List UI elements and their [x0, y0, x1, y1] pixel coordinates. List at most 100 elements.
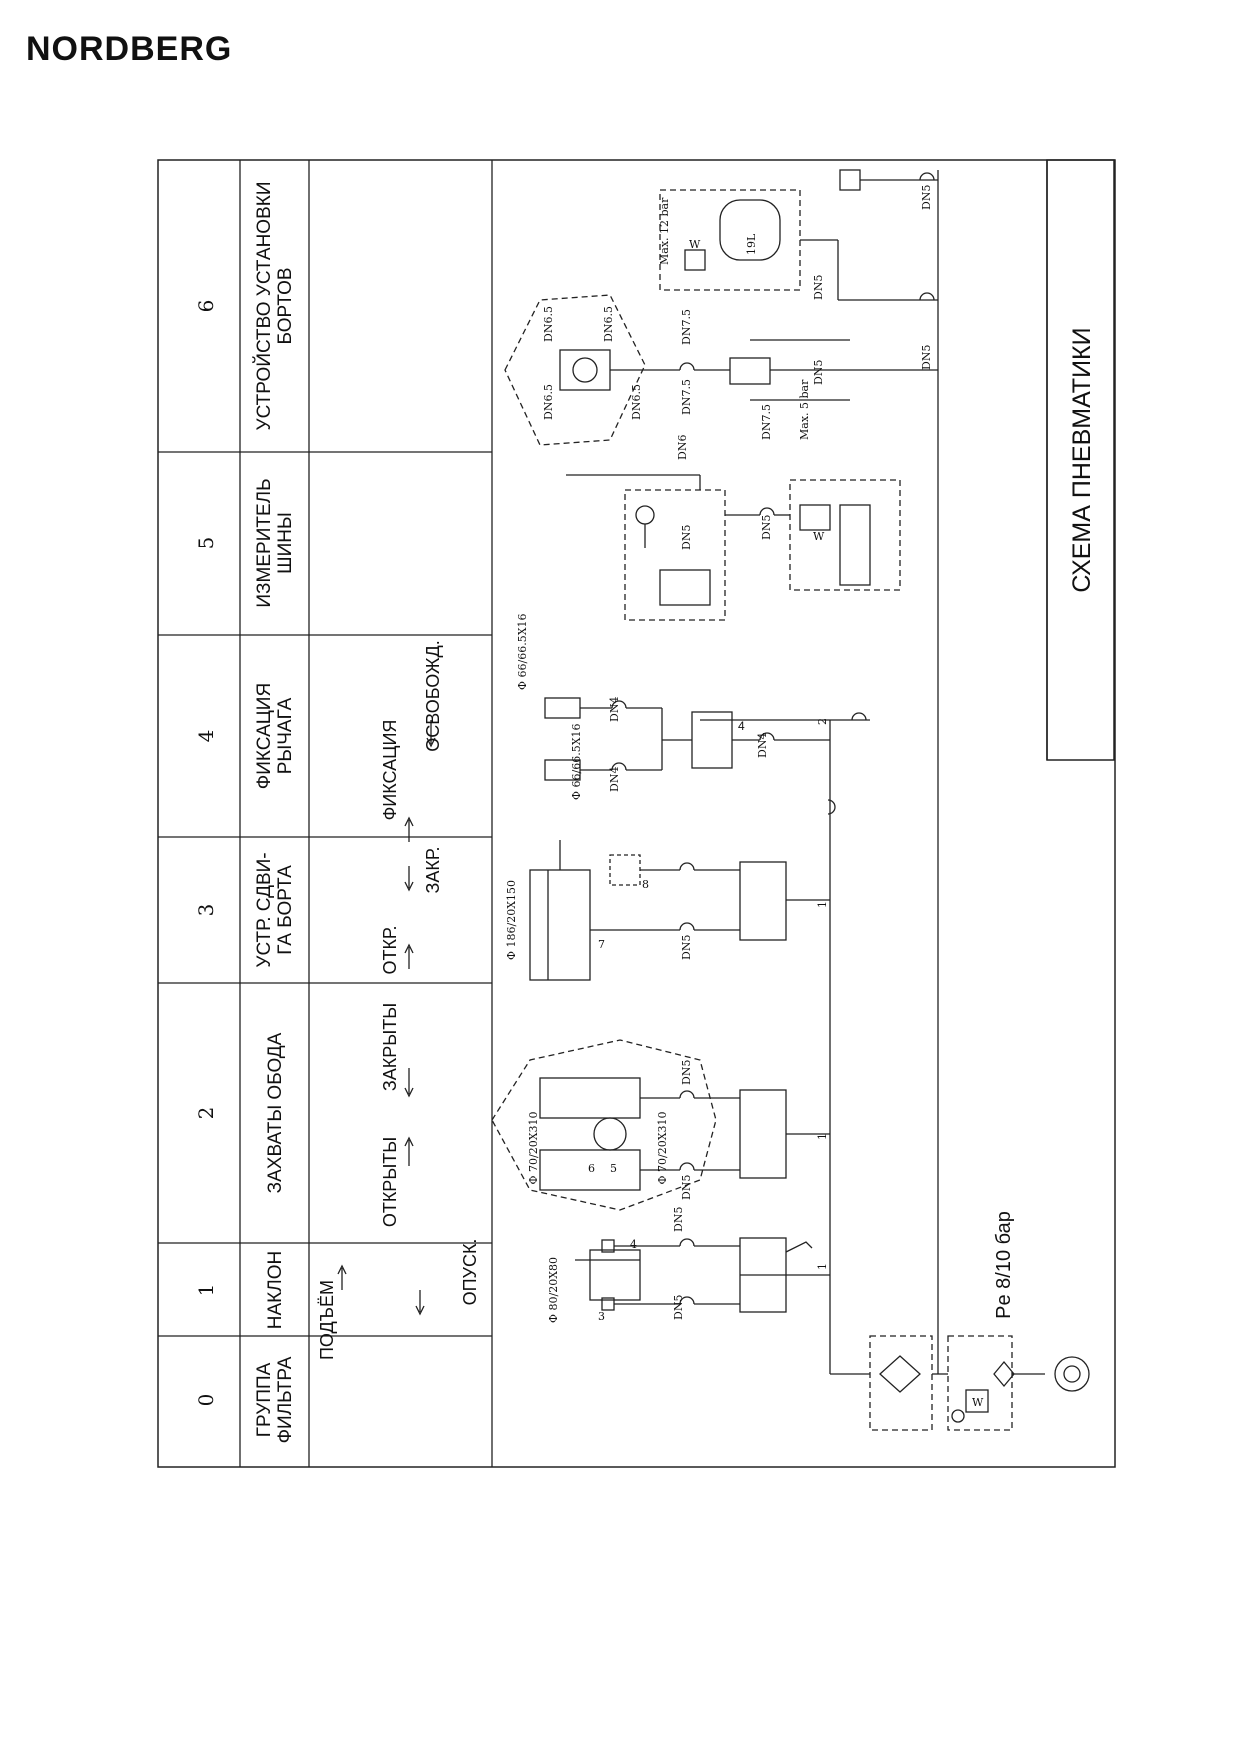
quick-exhaust-valve[interactable]	[729, 357, 771, 385]
regulator-icon	[965, 1389, 989, 1413]
tilt-dn5-upper: DN5	[672, 1207, 685, 1232]
check-valve	[839, 169, 861, 191]
lever-port-2: 2	[816, 718, 829, 725]
col-0-name-line-1: ГРУППА	[254, 1362, 275, 1437]
bead-close-label: ЗАКР.	[423, 847, 443, 894]
scheme-title: СХЕМА ПНЕВМАТИКИ	[1068, 327, 1096, 592]
inflation-valve[interactable]	[839, 504, 871, 586]
bead-breaker-circuit	[529, 840, 830, 981]
col-3-name-line-2: ГА БОРТА	[275, 865, 296, 955]
col-4-name-line-1: ФИКСАЦИЯ	[254, 683, 275, 789]
seater-dn5-d: DN5	[920, 345, 933, 370]
tire-gauge-circuit	[566, 474, 901, 621]
inflation-cylinder	[659, 569, 711, 606]
regulator-w-label: W	[972, 1396, 984, 1409]
tilt-circuit	[575, 1237, 830, 1313]
col-1-number: 1	[194, 1284, 218, 1297]
tilt-port-1: 1	[816, 1263, 829, 1270]
gauge-dn5-b: DN5	[760, 515, 773, 540]
bead-dn5: DN5	[680, 935, 693, 960]
bead-breaker-label: Φ 186/20X150	[505, 880, 518, 960]
bead-breaker-valve[interactable]	[739, 861, 787, 941]
tank-drain-valve[interactable]	[684, 249, 706, 271]
nordberg-logo: NORDBERG	[26, 30, 233, 68]
lever-lock-1-label: Φ 66/66.5X16	[516, 613, 529, 690]
gauge-icon	[951, 1409, 965, 1423]
tilt-port-4: 4	[630, 1238, 637, 1251]
tilt-port-3: 3	[598, 1310, 605, 1323]
seater-dn65-a: DN6.5	[542, 306, 555, 342]
seater-dn5-b: DN5	[812, 360, 825, 385]
clamp-dn5-upper: DN5	[680, 1060, 693, 1085]
col-4-name-line-2: РЫЧАГА	[275, 697, 296, 774]
supply-pressure-label: Pe 8/10 бар	[993, 1211, 1015, 1319]
bead-port-8: 8	[642, 878, 649, 891]
clamp-open-label: ОТКРЫТЫ	[380, 1137, 400, 1227]
lever-lock-cylinder-1	[544, 697, 581, 719]
main-air-lines	[700, 170, 1045, 1375]
tire-gauge-icon	[635, 505, 655, 525]
col-0-name-line-2: ФИЛЬТРА	[275, 1356, 296, 1443]
col-5-name-line-1: ИЗМЕРИТЕЛЬ	[254, 478, 275, 607]
lever-valve-mark: 4	[738, 719, 745, 733]
seater-dn65-c: DN6.5	[542, 384, 555, 420]
tank-max-label: Max. 12 bar	[658, 197, 671, 265]
lever-dn4-feed: DN4	[756, 733, 769, 758]
col-6-name-line-1: УСТРОЙСТВО УСТАНОВКИ	[253, 182, 275, 431]
col-6-number: 6	[194, 300, 218, 313]
clamp-cylinder-left	[539, 1077, 641, 1119]
bead-breaker-cylinder	[529, 869, 591, 981]
clamp-valve[interactable]	[739, 1089, 787, 1179]
seater-dn5-c: DN5	[920, 185, 933, 210]
seater-dn75-c: DN7.5	[760, 404, 773, 440]
col-2-number: 2	[194, 1107, 218, 1120]
bead-open-label: ОТКР.	[380, 925, 400, 974]
gauge-dn6: DN6	[676, 435, 689, 460]
col-3-name-line-1: УСТР. СДВИ-	[254, 852, 275, 967]
tank-w-label: W	[689, 238, 701, 251]
col-5-number: 5	[194, 537, 218, 550]
clamp-left-label: Φ 70/20X310	[527, 1111, 540, 1184]
tank-volume-label: 19L	[745, 233, 758, 255]
lever-lock-2-label: Φ 66/66.5X16	[570, 723, 583, 800]
tilt-up-label: ПОДЪЁМ	[317, 1280, 337, 1360]
regulator-max-label: Max. 5 bar	[798, 379, 811, 440]
seater-dn65-b: DN6.5	[602, 306, 615, 342]
clamp-port-5: 5	[610, 1162, 617, 1175]
lubricator-icon	[879, 1355, 921, 1393]
col-0-number: 0	[194, 1394, 218, 1407]
drawing-frame	[157, 159, 1116, 1468]
bead-port-1: 1	[816, 901, 829, 908]
clamp-close-label: ЗАКРЫТЫ	[380, 1003, 400, 1091]
bead-seater-circuit	[504, 169, 938, 446]
col-2-name: ЗАХВАТЫ ОБОДА	[265, 1032, 286, 1193]
clamp-port-1: 1	[816, 1133, 829, 1140]
tilt-cylinder	[589, 1249, 641, 1301]
lever-release-label: ОСВОБОЖД.	[423, 640, 443, 751]
bead-port-7: 7	[598, 938, 605, 951]
header-table	[157, 159, 1116, 1468]
col-5-name-line-2: ШИНЫ	[275, 512, 296, 574]
clamp-circuit	[491, 1039, 830, 1211]
tilt-dn5-lower: DN5	[672, 1295, 685, 1320]
lever-lock-label: ФИКСАЦИЯ	[380, 720, 400, 821]
clamp-port-6: 6	[588, 1162, 595, 1175]
action-arrows	[337, 720, 436, 1316]
seater-dn75-b: DN7.5	[680, 379, 693, 415]
col-4-number: 4	[194, 730, 218, 743]
air-tank	[719, 199, 781, 261]
gauge-dn5-a: DN5	[680, 525, 693, 550]
col-1-name: НАКЛОН	[265, 1251, 286, 1329]
seater-dn5-a: DN5	[812, 275, 825, 300]
air-source-icon	[1054, 1356, 1090, 1392]
clamp-assembly-outline	[491, 1039, 717, 1211]
clamp-right-label: Φ 70/20X310	[656, 1111, 669, 1184]
col-3-number: 3	[194, 904, 218, 917]
lever-dn4-upper: DN4	[608, 697, 621, 722]
filter-group: W	[869, 1335, 1090, 1431]
seater-dn75-a: DN7.5	[680, 309, 693, 345]
lever-lock-circuit	[544, 697, 830, 781]
lever-dn4-lower: DN4	[608, 767, 621, 792]
seater-dn65-d: DN6.5	[630, 384, 643, 420]
